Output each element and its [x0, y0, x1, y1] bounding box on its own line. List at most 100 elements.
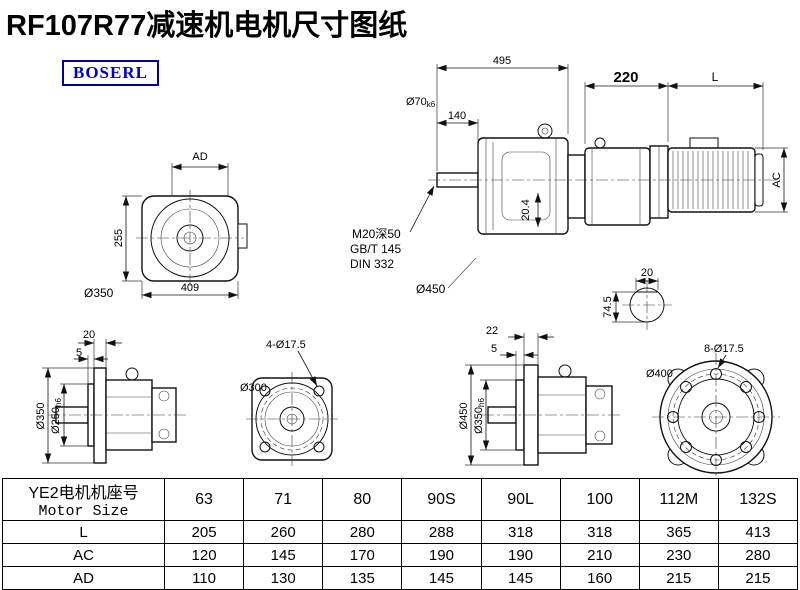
dim-dia350-label: Ø350: [84, 286, 114, 300]
table-cell: 413: [717, 520, 799, 544]
page-title: RF107R77减速机电机尺寸图纸: [6, 10, 408, 42]
table-cell: 110: [163, 566, 245, 590]
lifting-eye-2: [594, 137, 606, 149]
bolt-hole: [259, 441, 271, 453]
table-row-AD: AD 110 130 135 145 145 160 215 215: [2, 566, 799, 590]
dim-dia300: Ø300: [240, 382, 267, 394]
terminal-box: [689, 137, 719, 149]
table-header-cell: 80: [322, 478, 403, 521]
dim-dia400: Ø400: [646, 368, 673, 380]
table-header-cell: 71: [243, 478, 324, 521]
table-cell: 145: [480, 566, 561, 590]
dim-key-width: 20: [641, 267, 653, 279]
lifting-eye-small: [125, 367, 139, 381]
dim-220: 220: [613, 69, 638, 86]
row-label: AC: [2, 543, 165, 567]
lifting-eye-large: [558, 364, 572, 378]
dim-shaft-dia: Ø70k6: [406, 96, 436, 109]
flange-plate-small: [93, 367, 107, 464]
dim-74-5: 74.5: [602, 296, 614, 317]
face-view-large: 8-Ø17.5 Ø400: [646, 343, 780, 478]
bolt-hole: [740, 381, 752, 393]
flange-view-large: 22 5 Ø450 Ø350h6: [458, 325, 622, 466]
table-cell: 215: [717, 566, 799, 590]
dim-dia450-large: Ø450: [458, 403, 470, 430]
bolt-hole: [740, 441, 752, 453]
motor-dimension-table: YE2电机机座号 Motor Size 63 71 80 90S 90L 100…: [2, 478, 799, 590]
bolt-hole: [313, 385, 325, 397]
housing-side-boss: [237, 223, 248, 249]
boserl-logo-text: BOSERL: [73, 63, 148, 82]
table-row-AC: AC 120 145 170 190 190 210 230 280: [2, 543, 799, 567]
dim-spigot5: 5: [76, 347, 82, 359]
lifting-eye: [537, 123, 553, 139]
dim-dia350-small: Ø350: [35, 403, 47, 430]
dim-495: 495: [493, 55, 511, 67]
table-cell: 365: [638, 520, 719, 544]
dim-255: 255: [113, 229, 125, 247]
table-cell: 280: [717, 543, 799, 567]
table-cell: 160: [559, 566, 640, 590]
motor-size-header-cn: YE2电机机座号: [28, 485, 139, 502]
dim-140: 140: [448, 110, 466, 122]
table-header-cell: 100: [559, 478, 640, 521]
shaft-section-detail: 20 74.5: [602, 267, 672, 330]
side-view: 495 220 L 140 Ø70k6 AC 20.4 M20深50 GB/T …: [350, 55, 788, 330]
table-cell: 215: [638, 566, 719, 590]
note-m20: M20深50: [352, 227, 401, 241]
front-view-centerlines: [136, 190, 244, 286]
table-cell: 205: [163, 520, 245, 544]
table-cell: 190: [480, 543, 561, 567]
technical-drawing: AD 255 409 Ø350 495: [35, 55, 788, 478]
dim-20-4: 20.4: [520, 199, 532, 220]
table-cell: 145: [243, 543, 324, 567]
motor-size-header: YE2电机机座号 Motor Size: [2, 478, 165, 521]
dim-L: L: [712, 70, 719, 84]
table-cell: 280: [322, 520, 403, 544]
dim-dia450-label: Ø450: [416, 282, 446, 296]
table-cell: 135: [322, 566, 403, 590]
dim-409: 409: [181, 282, 199, 294]
dim-8holes: 8-Ø17.5: [704, 343, 744, 355]
dim-dia350h6: Ø350h6: [473, 398, 486, 434]
bolt-hole: [680, 381, 692, 393]
table-cell: 318: [480, 520, 561, 544]
flange-view-small: 20 5 Ø350 Ø250h6: [35, 329, 186, 464]
table-cell: 120: [163, 543, 245, 567]
table-cell: 170: [322, 543, 403, 567]
table-cell: 210: [559, 543, 640, 567]
table-header-cell: 63: [163, 478, 245, 521]
table-row-L: L 205 260 280 288 318 318 365 413: [2, 520, 799, 544]
dim-dia250h6: Ø250h6: [50, 398, 63, 434]
dim-flange22: 22: [486, 325, 498, 337]
table-header-cell: 90L: [480, 478, 561, 521]
table-cell: 190: [401, 543, 482, 567]
adapter-neck: [567, 154, 586, 219]
face-view-small: 4-Ø17.5 Ø300: [240, 339, 338, 466]
dim-4holes: 4-Ø17.5: [266, 339, 306, 351]
row-label: AD: [2, 566, 165, 590]
table-header-row: YE2电机机座号 Motor Size 63 71 80 90S 90L 100…: [2, 478, 799, 521]
dim-spigot5-large: 5: [491, 343, 497, 355]
row-label: L: [2, 520, 165, 544]
boserl-logo: BOSERL: [62, 60, 159, 86]
bolt-hole: [680, 441, 692, 453]
dim-ac: AC: [771, 172, 783, 187]
table-cell: 130: [243, 566, 324, 590]
bolt-hole: [259, 385, 271, 397]
table-cell: 260: [243, 520, 324, 544]
table-cell: 230: [638, 543, 719, 567]
table-header-cell: 90S: [401, 478, 482, 521]
table-cell: 318: [559, 520, 640, 544]
motor-size-header-en: Motor Size: [38, 503, 129, 520]
note-gbt145: GB/T 145: [350, 242, 401, 256]
table-cell: 288: [401, 520, 482, 544]
table-cell: 145: [401, 566, 482, 590]
table-header-cell: 132S: [717, 478, 799, 521]
bolt-hole: [313, 441, 325, 453]
table-header-cell: 112M: [638, 478, 719, 521]
dim-flange20: 20: [83, 329, 95, 341]
front-view: AD 255 409 Ø350: [84, 151, 248, 300]
note-din332: DIN 332: [350, 257, 394, 271]
